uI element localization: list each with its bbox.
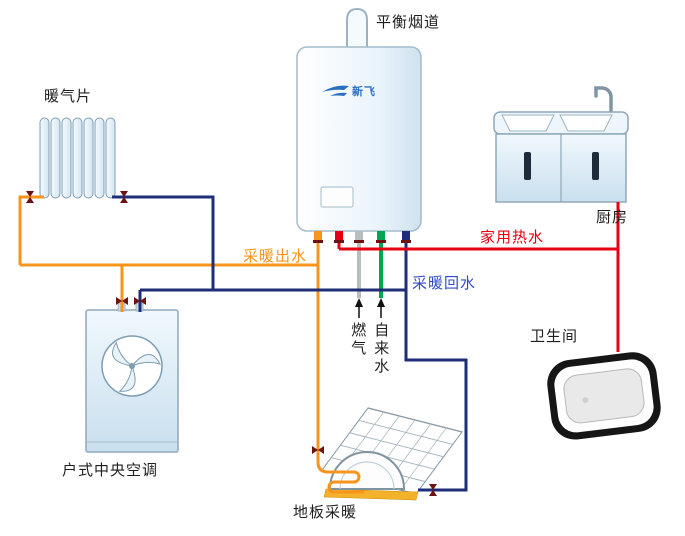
gas-label: 燃气 <box>349 322 367 358</box>
flue-pipe <box>346 7 368 50</box>
central-ac-unit <box>85 302 179 453</box>
tap-water-label: 自来水 <box>372 322 390 376</box>
boiler <box>296 7 422 232</box>
tap-water-arrow-icon <box>377 298 385 318</box>
kitchen-sink <box>493 86 629 203</box>
bathroom-label: 卫生间 <box>530 328 579 345</box>
heating-return-label: 采暖回水 <box>412 275 477 292</box>
floor-heating-serpentine <box>316 461 364 494</box>
hot-water-label: 家用热水 <box>480 229 545 246</box>
central-ac-label: 户式中央空调 <box>62 462 159 479</box>
bathtub <box>547 352 661 440</box>
kitchen-label: 厨房 <box>596 209 629 226</box>
flue-label: 平衡烟道 <box>376 14 441 31</box>
heating-supply-pipe <box>18 195 364 494</box>
boiler-brand: 新飞 <box>352 86 376 98</box>
gas-arrow-icon <box>355 298 363 318</box>
boiler-logo-wing-icon <box>322 85 349 96</box>
hot-water-pipe <box>337 202 620 352</box>
boiler-display <box>320 186 354 208</box>
boiler-body <box>296 46 422 232</box>
heating-return-pipe <box>112 195 468 492</box>
boiler-connection-stubs <box>313 231 411 243</box>
heating-supply-label: 采暖出水 <box>243 248 308 265</box>
radiator-label: 暖气片 <box>44 88 93 105</box>
radiator <box>39 117 116 199</box>
floor-heating-label: 地板采暖 <box>293 504 358 521</box>
faucet-icon <box>594 86 613 114</box>
floor-heating-panel <box>321 407 463 501</box>
